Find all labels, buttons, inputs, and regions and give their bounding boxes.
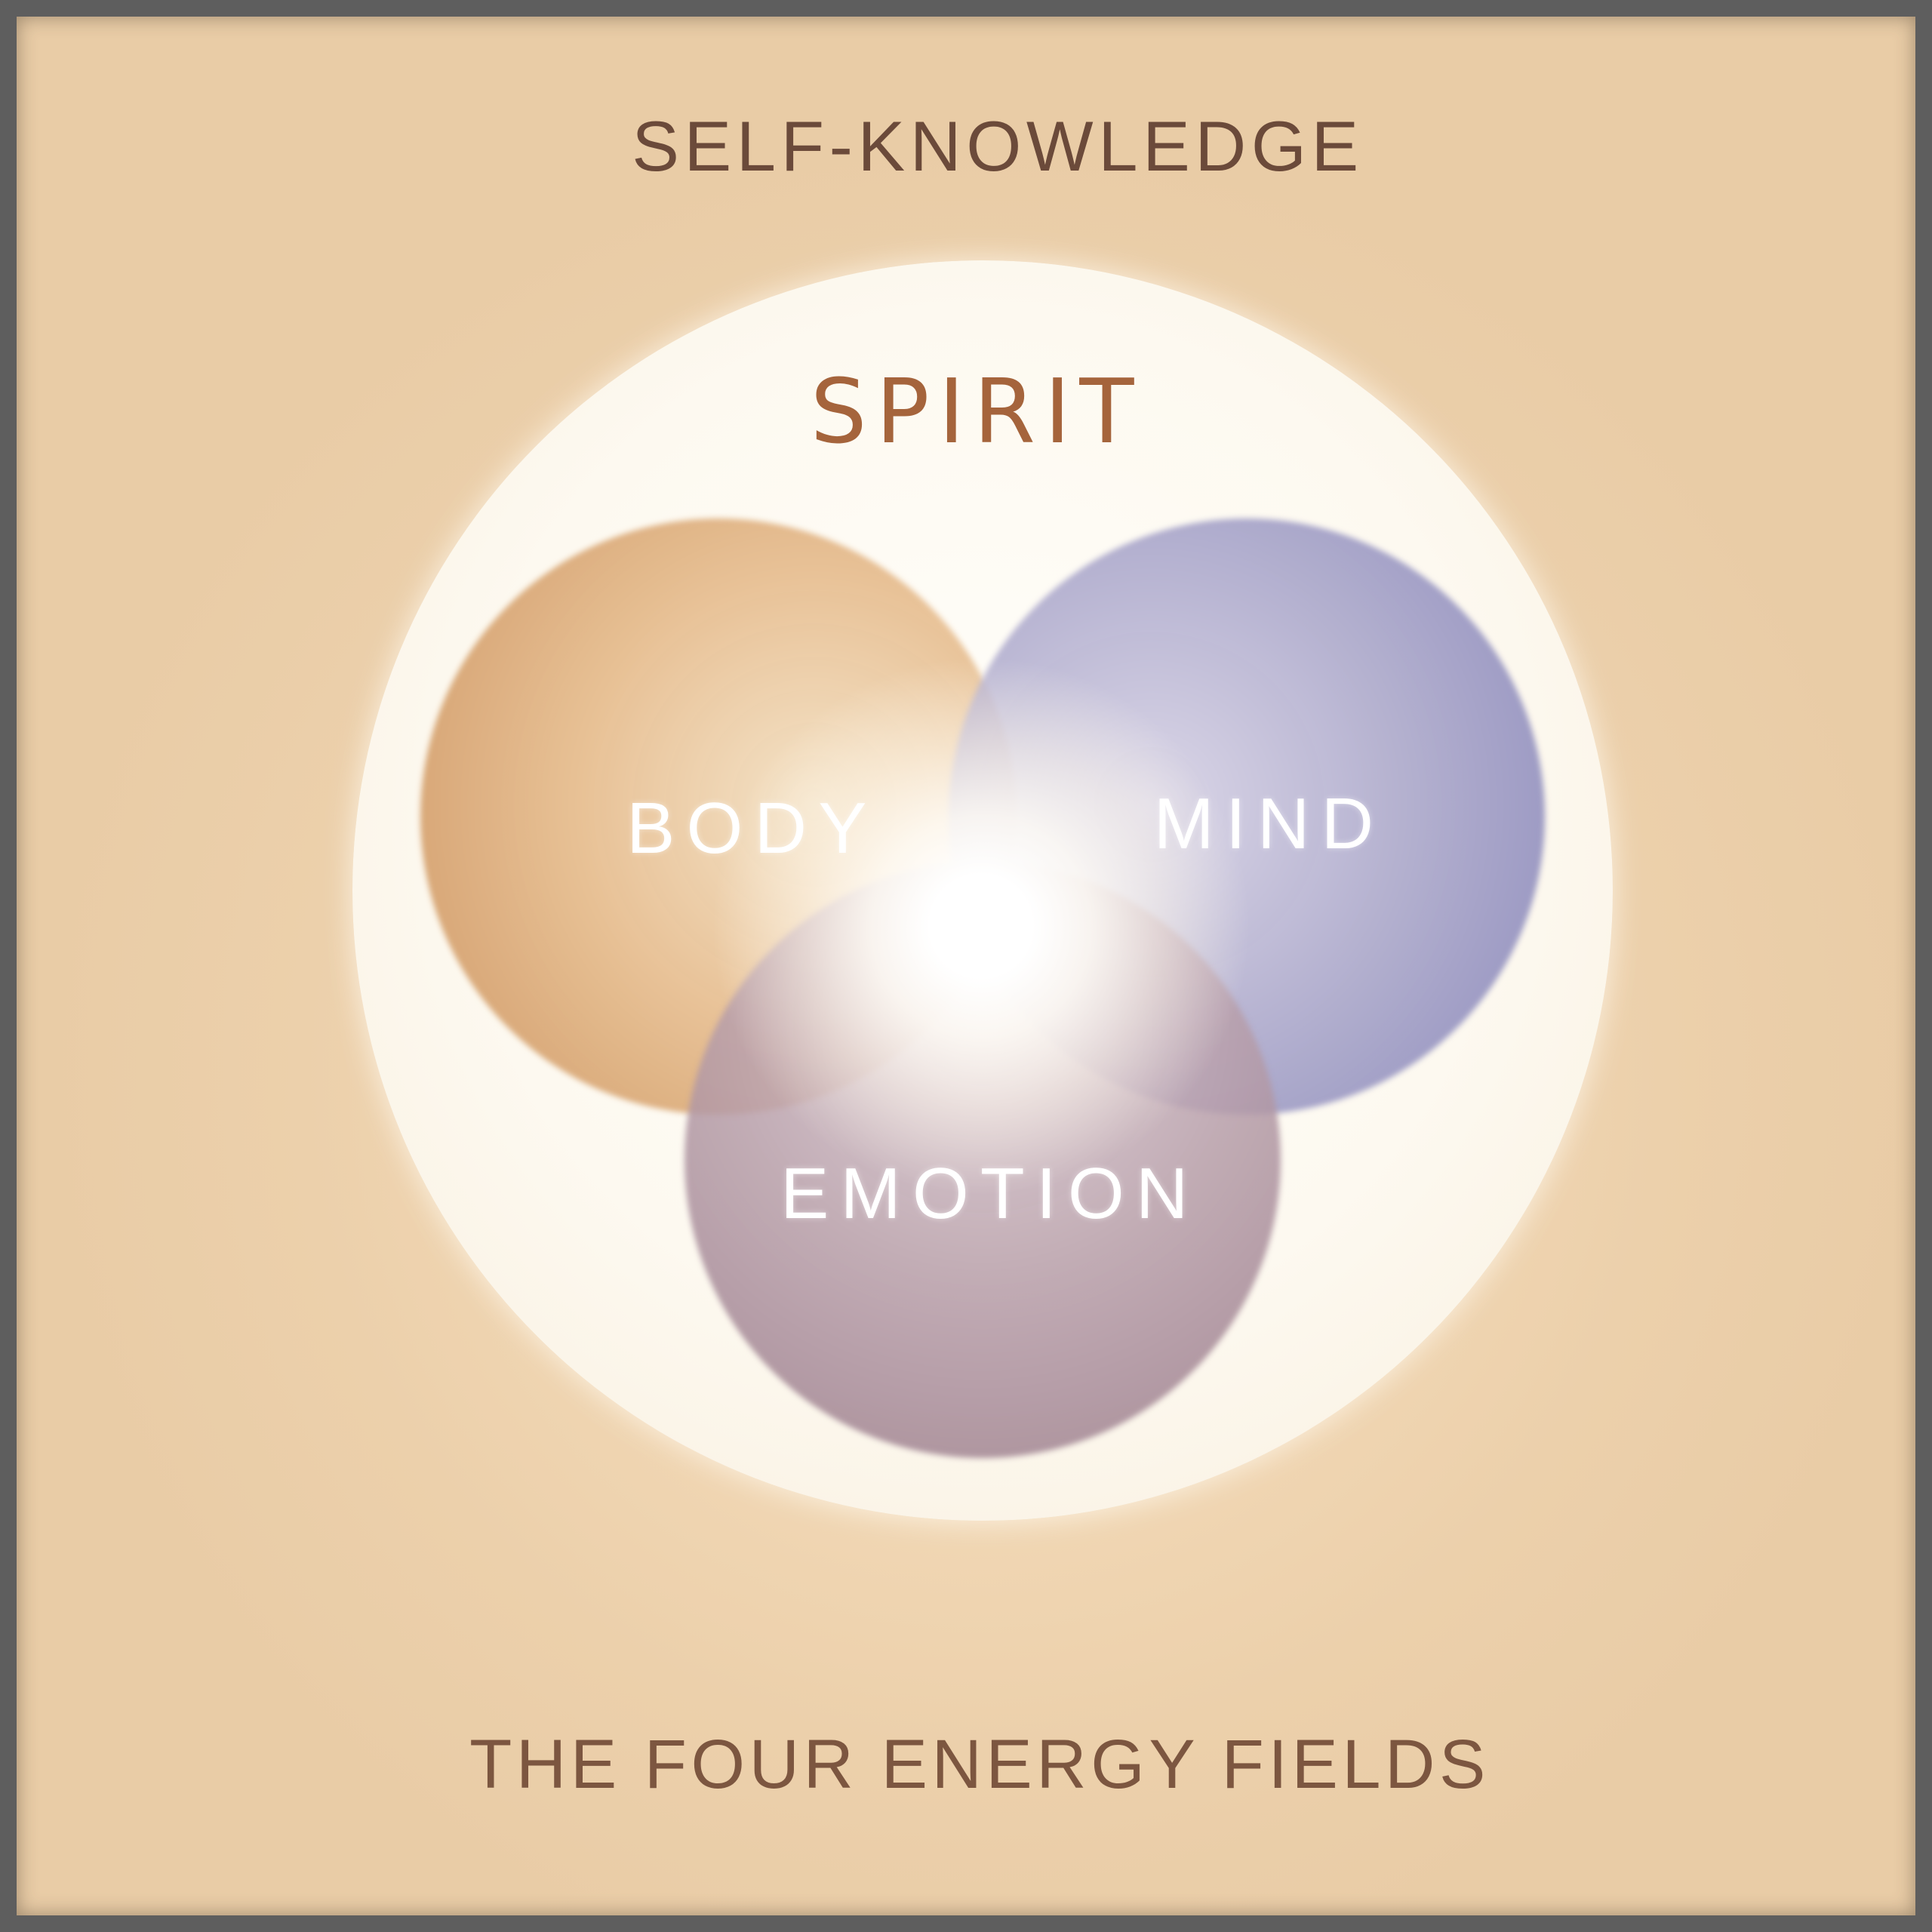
page-title: SELF-KNOWLEDGE xyxy=(632,106,1364,186)
mind-label: MIND xyxy=(1153,783,1386,864)
diagram-caption: THE FOUR ENERGY FIELDS xyxy=(469,1726,1490,1803)
spirit-label: SPIRIT xyxy=(810,359,1143,463)
body-label: BODY xyxy=(626,788,878,869)
emotion-label: EMOTION xyxy=(780,1153,1200,1234)
